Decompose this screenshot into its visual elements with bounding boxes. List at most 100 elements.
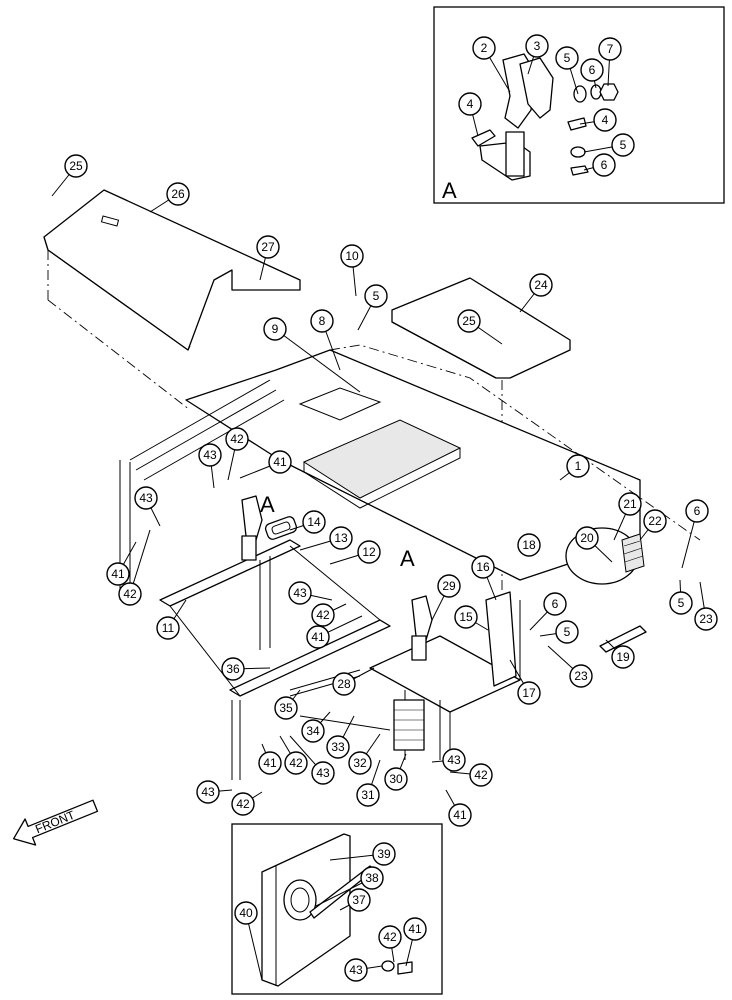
callout-circle — [221, 657, 245, 681]
callout-number: 18 — [522, 538, 536, 552]
callout-c42f: 42 — [231, 792, 255, 816]
callout-number: 6 — [589, 63, 596, 77]
callout-circle — [611, 133, 635, 157]
callout-circle — [356, 783, 380, 807]
callout-c36: 36 — [221, 657, 245, 681]
callout-c24: 24 — [529, 273, 553, 297]
callout-c43f: 43 — [196, 780, 220, 804]
callout-circle — [471, 555, 495, 579]
callout-circle — [348, 751, 372, 775]
callout-circle — [454, 605, 478, 629]
callout-circle — [288, 581, 312, 605]
callout-c7: 7 — [598, 37, 622, 61]
callout-number: 15 — [459, 610, 473, 624]
callout-circle — [611, 645, 635, 669]
callout-c41e: 41 — [448, 803, 472, 827]
callout-circle — [329, 526, 353, 550]
callout-c41d: 41 — [258, 751, 282, 775]
callout-circle — [580, 58, 604, 82]
callout-number: 6 — [694, 504, 701, 518]
callout-number: 42 — [230, 432, 244, 446]
callout-circle — [274, 696, 298, 720]
detail-a-label: A — [442, 178, 457, 203]
callout-circle — [569, 664, 593, 688]
callout-circle — [372, 842, 396, 866]
front-label: FRONT — [33, 808, 77, 837]
callout-number: 35 — [279, 701, 293, 715]
callout-number: 41 — [273, 455, 287, 469]
callout-circle — [529, 273, 553, 297]
callout-c22: 22 — [643, 509, 667, 533]
left-rail-frame — [119, 379, 391, 780]
callout-c5e: 5 — [555, 620, 579, 644]
callout-c43a: 43 — [198, 443, 222, 467]
callout-c18: 18 — [517, 533, 541, 557]
callout-circle — [302, 510, 326, 534]
callout-circle — [106, 562, 130, 586]
callout-circle — [306, 625, 330, 649]
callout-number: 5 — [373, 289, 380, 303]
callout-c27: 27 — [256, 235, 280, 259]
callout-number: 1 — [575, 459, 582, 473]
callout-circle — [258, 751, 282, 775]
callout-c5b: 5 — [611, 133, 635, 157]
callout-number: 22 — [648, 514, 662, 528]
callout-circle — [437, 574, 461, 598]
callout-circle — [598, 37, 622, 61]
callout-circle — [263, 317, 287, 341]
callout-number: 26 — [171, 187, 185, 201]
callout-number: 5 — [620, 138, 627, 152]
callout-number: 32 — [353, 756, 367, 770]
callout-c25b: 25 — [457, 309, 481, 333]
callout-circle — [234, 901, 258, 925]
callout-circle — [332, 672, 356, 696]
callout-c6a: 6 — [580, 58, 604, 82]
callout-c10: 10 — [340, 244, 364, 268]
callout-circle — [284, 751, 308, 775]
callout-circle — [555, 620, 579, 644]
callout-number: 5 — [564, 51, 571, 65]
callout-c6d: 6 — [543, 592, 567, 616]
callout-circle — [134, 486, 158, 510]
callout-c21: 21 — [618, 492, 642, 516]
callout-circle — [543, 592, 567, 616]
callout-circle — [618, 492, 642, 516]
callout-circle — [347, 888, 371, 912]
callout-number: 41 — [111, 567, 125, 581]
callout-number: 6 — [601, 158, 608, 172]
callout-circle — [340, 244, 364, 268]
callout-c17: 17 — [517, 681, 541, 705]
callout-c15: 15 — [454, 605, 478, 629]
latch-right: A — [400, 546, 433, 661]
callout-c42g: 42 — [378, 925, 402, 949]
callout-c13: 13 — [329, 526, 353, 550]
callout-circle — [448, 803, 472, 827]
callout-number: 43 — [349, 963, 363, 977]
callout-number: 11 — [162, 621, 175, 635]
callout-number: 16 — [476, 560, 490, 574]
callout-c41a: 41 — [268, 450, 292, 474]
callout-number: 38 — [365, 871, 379, 885]
callout-c9: 9 — [263, 317, 287, 341]
callout-circle — [378, 925, 402, 949]
callout-c42e: 42 — [469, 763, 493, 787]
callout-c42d: 42 — [284, 751, 308, 775]
callout-circle — [156, 616, 180, 640]
callout-number: 40 — [239, 906, 253, 920]
callout-number: 33 — [331, 740, 345, 754]
callout-circle — [555, 46, 579, 70]
callout-c23b: 23 — [569, 664, 593, 688]
callout-number: 24 — [534, 278, 548, 292]
callout-number: 14 — [307, 515, 321, 529]
callout-number: 41 — [311, 630, 325, 644]
detail-door-inset — [231, 823, 443, 995]
callout-c23a: 23 — [694, 607, 718, 631]
callout-number: 21 — [623, 497, 637, 511]
callout-circle — [517, 533, 541, 557]
callout-number: 7 — [607, 42, 614, 56]
callout-circle — [256, 235, 280, 259]
callout-c37: 37 — [347, 888, 371, 912]
callout-c26: 26 — [166, 182, 190, 206]
callout-c5c: 5 — [364, 284, 388, 308]
front-arrow: FRONT — [12, 799, 99, 846]
